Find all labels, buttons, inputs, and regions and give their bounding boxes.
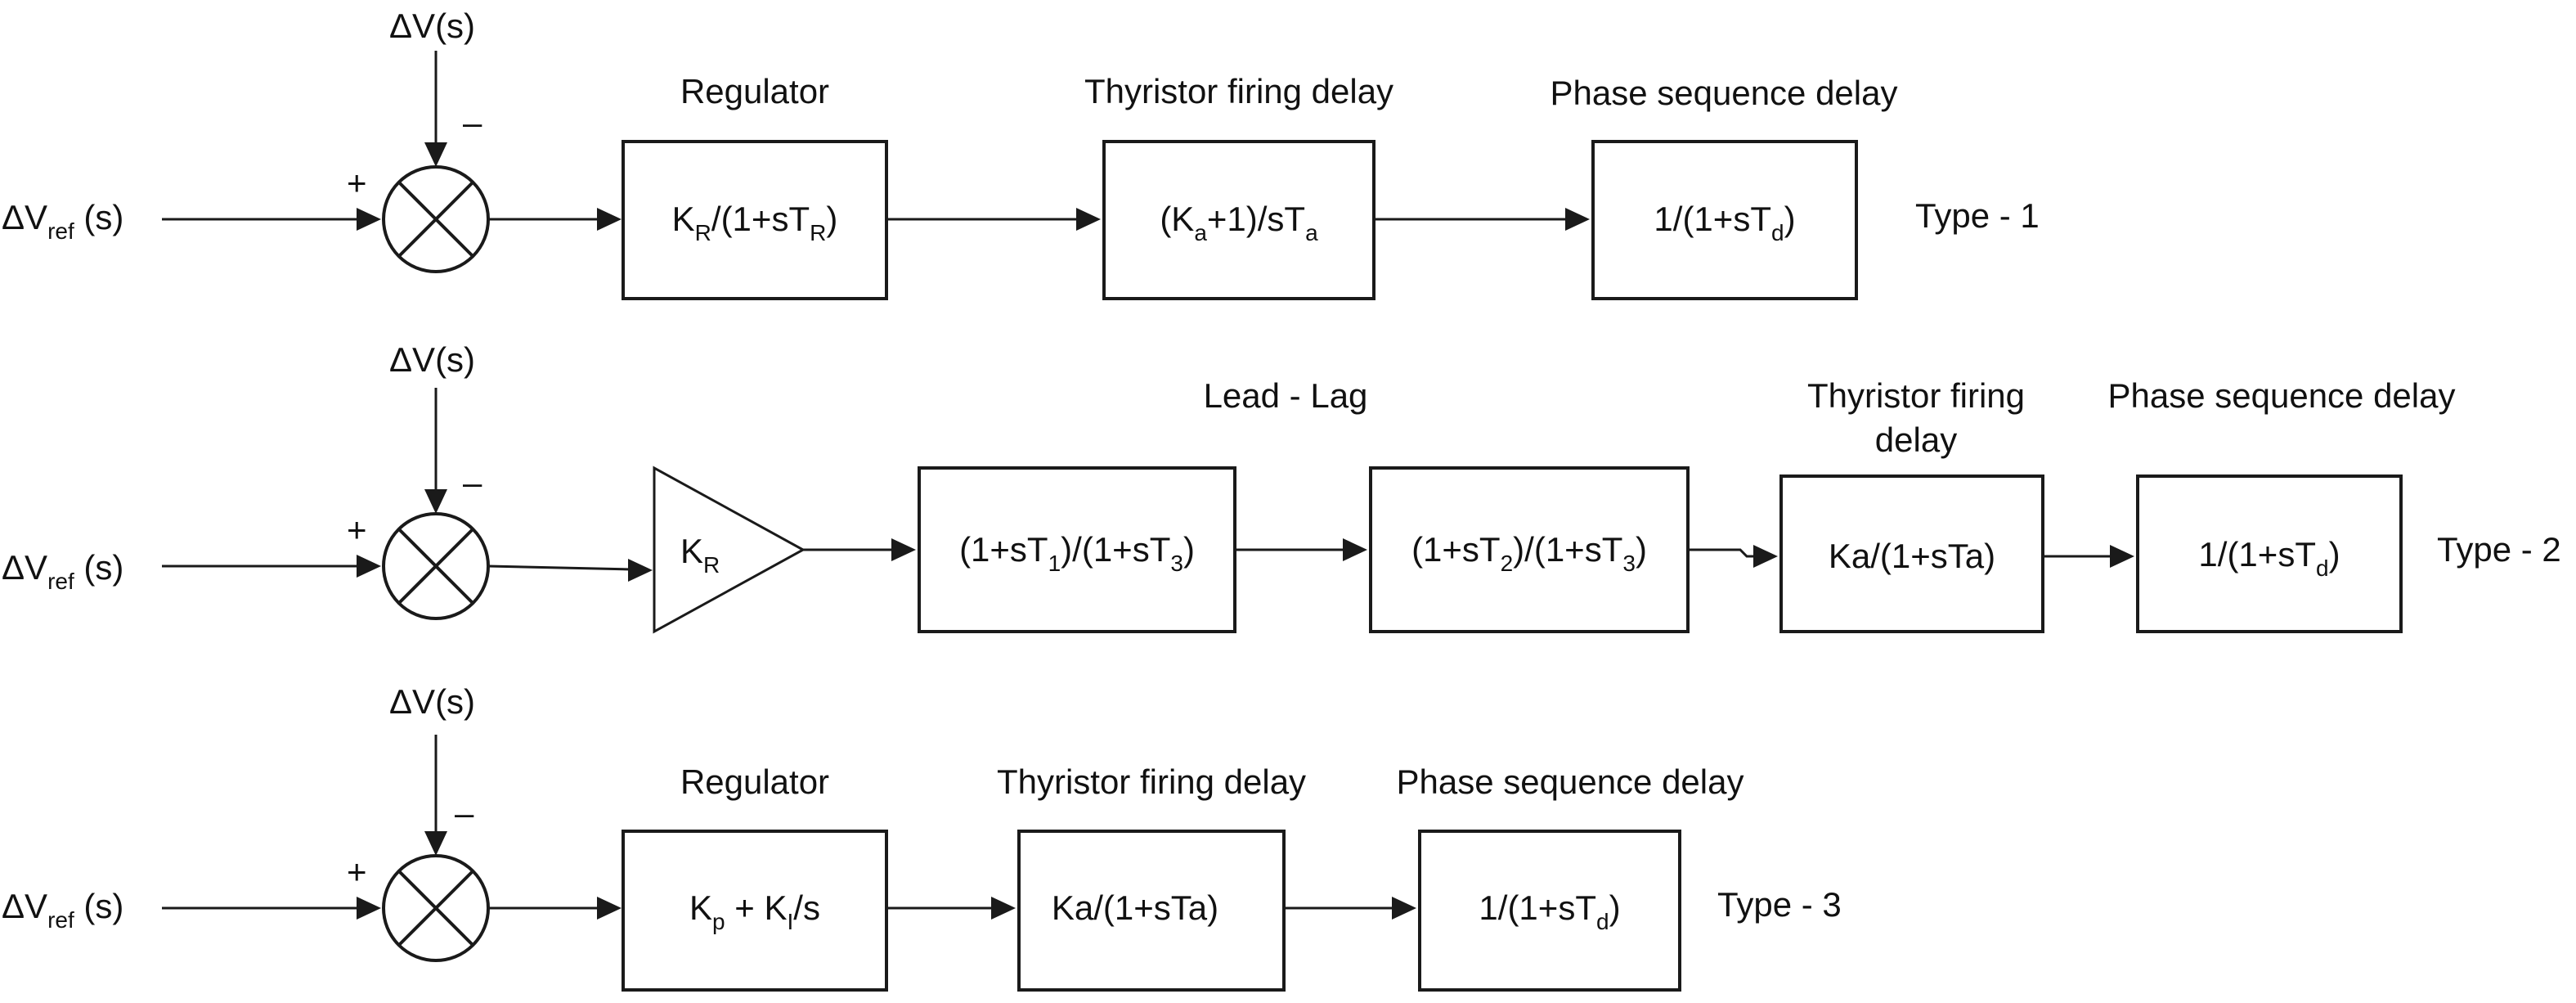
firing-block-row3	[1017, 830, 1286, 992]
firing-block-row2	[1779, 475, 2044, 633]
arrow-leadlag1-row2	[891, 538, 916, 561]
minus-sign-row3: –	[455, 794, 474, 832]
firing-title-row1: Thyristor firing delay	[1084, 72, 1393, 110]
diagram-type-2: ΔVref (s) + ΔV(s) – KR Lead - Lag (1+sT1…	[2, 340, 2561, 634]
firing-title-line1-row2: Thyristor firing	[1807, 376, 2025, 415]
phase-block-row1	[1591, 140, 1858, 300]
amplifier-gain-row2: KR	[680, 532, 720, 578]
phase-title-row2: Phase sequence delay	[2108, 376, 2456, 415]
feedback-arrow-row1	[424, 142, 447, 167]
arrow-regulator-row3	[597, 897, 622, 920]
firing-tf-row2: Ka/(1+sTa)	[1829, 537, 1995, 575]
leadlag-title-row2: Lead - Lag	[1204, 376, 1368, 415]
regulator-title-row3: Regulator	[680, 762, 829, 801]
input-label-row2: ΔVref (s)	[2, 548, 123, 594]
type-label-row2: Type - 2	[2437, 530, 2561, 569]
input-label-row1: ΔVref (s)	[2, 198, 123, 244]
feedback-label-row2: ΔV(s)	[389, 340, 475, 379]
feedback-arrow-row2	[424, 489, 447, 514]
arrow-firing-row1	[1076, 208, 1101, 231]
regulator-title-row1: Regulator	[680, 72, 829, 110]
firing-title-row3: Thyristor firing delay	[997, 762, 1306, 801]
summing-junction-row2	[382, 512, 490, 620]
summing-junction-row3	[382, 854, 490, 962]
arrow-firing-row3	[991, 897, 1016, 920]
input-label-row3: ΔVref (s)	[2, 887, 123, 933]
firing-title-line2-row2: delay	[1875, 421, 1957, 459]
diagram-type-1: ΔVref (s) + ΔV(s) – Regulator KR/(1+sTR)…	[2, 7, 2040, 300]
type-label-row1: Type - 1	[1915, 196, 2040, 235]
link-sum-amplifier-row2	[487, 564, 632, 571]
summing-junction-row1	[382, 165, 490, 273]
amplifier-triangle-row2	[653, 466, 806, 634]
leadlag1-block-row2	[918, 466, 1236, 633]
regulator-block-row1	[622, 140, 888, 300]
regulator-tf-row1: KR/(1+sTR)	[672, 200, 838, 245]
input-arrow-row3	[357, 897, 381, 920]
link-leadlag2-firing-row2	[1688, 548, 1755, 558]
phase-title-row1: Phase sequence delay	[1551, 74, 1898, 112]
phase-title-row3: Phase sequence delay	[1397, 762, 1744, 801]
arrow-phase-row1	[1565, 208, 1590, 231]
feedback-label-row1: ΔV(s)	[389, 7, 475, 45]
feedback-label-row3: ΔV(s)	[389, 682, 475, 721]
arrow-leadlag2-row2	[1343, 538, 1367, 561]
feedback-arrow-row3	[424, 831, 447, 856]
arrow-phase-row2	[2110, 545, 2134, 568]
plus-sign-row2: +	[347, 510, 367, 549]
input-arrow-row1	[357, 208, 381, 231]
firing-tf-row3: Ka/(1+sTa)	[1052, 888, 1218, 927]
type-label-row3: Type - 3	[1717, 885, 1842, 924]
plus-sign-row1: +	[347, 164, 367, 202]
arrow-regulator-row1	[597, 208, 622, 231]
input-arrow-row2	[357, 555, 381, 578]
regulator-block-row3	[622, 830, 888, 992]
phase-tf-row1: 1/(1+sTd)	[1654, 200, 1795, 245]
plus-sign-row3: +	[347, 852, 367, 891]
phase-block-row2	[2136, 475, 2403, 633]
phase-tf-row2: 1/(1+sTd)	[2198, 535, 2340, 581]
arrow-firing-row2	[1753, 545, 1778, 568]
arrow-phase-row3	[1392, 897, 1416, 920]
firing-tf-row1: (Ka+1)/sTa	[1160, 200, 1318, 245]
arrow-amplifier-row2	[628, 559, 653, 582]
regulator-tf-row3: Kp + KI/s	[689, 888, 820, 934]
phase-tf-row3: 1/(1+sTd)	[1479, 888, 1620, 934]
diagram-type-3: ΔVref (s) + ΔV(s) – Regulator Kp + KI/s …	[2, 682, 1842, 992]
firing-block-row1	[1102, 140, 1376, 300]
phase-block-row3	[1418, 830, 1681, 992]
leadlag2-tf-row2: (1+sT2)/(1+sT3)	[1411, 530, 1647, 576]
leadlag1-tf-row2: (1+sT1)/(1+sT3)	[959, 530, 1195, 576]
minus-sign-row1: –	[463, 103, 482, 142]
minus-sign-row2: –	[463, 463, 482, 502]
leadlag2-block-row2	[1369, 466, 1690, 633]
